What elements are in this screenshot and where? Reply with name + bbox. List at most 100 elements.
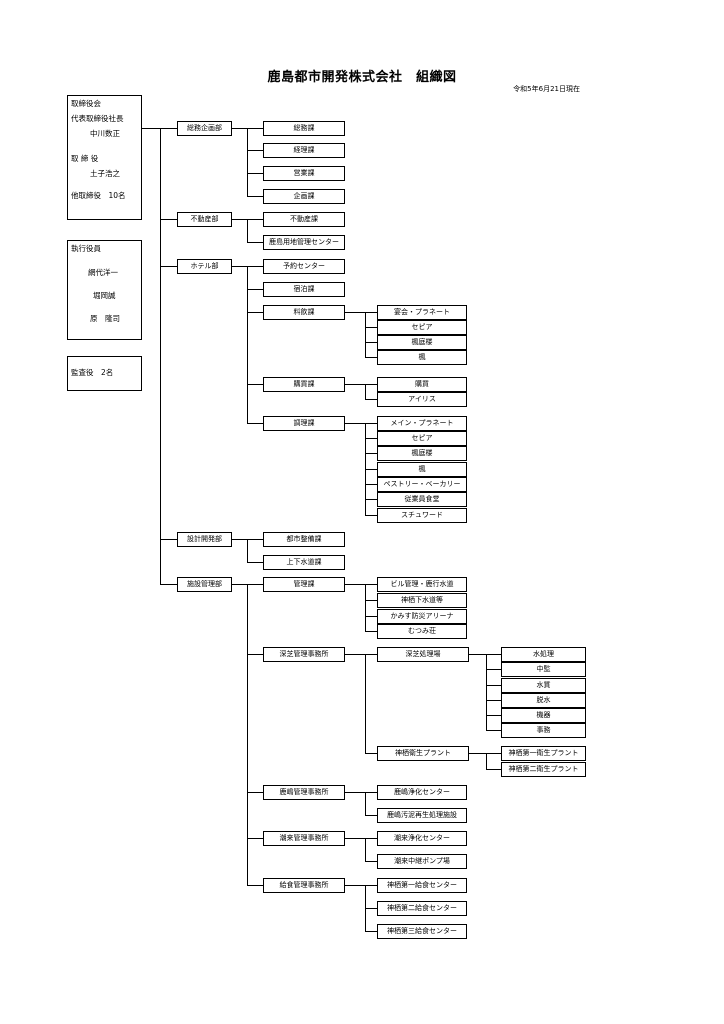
office-itako: 潮来管理事務所: [263, 831, 345, 846]
director-title: 取 締 役: [71, 154, 99, 163]
connector-line: [365, 838, 377, 839]
unit-box: 楓庭楼: [377, 335, 467, 350]
other-directors: 他取締役 10名: [71, 191, 126, 200]
unit-box: 潮来中継ポンプ場: [377, 854, 467, 869]
connector-line: [486, 685, 501, 686]
unit-box: 水質: [501, 678, 586, 693]
section-management: 管理課: [263, 577, 345, 592]
unit-box: 神栖第三給食センター: [377, 924, 467, 939]
connector-line: [247, 150, 263, 151]
connector-line: [486, 753, 487, 769]
unit-box: 脱水: [501, 693, 586, 708]
connector-line: [247, 242, 263, 243]
president-name: 中川数正: [90, 129, 120, 138]
unit-box: 従業員食堂: [377, 492, 467, 507]
connector-line: [469, 753, 486, 754]
connector-line: [365, 584, 377, 585]
unit-box: むつみ荘: [377, 624, 467, 639]
unit-box: 水処理: [501, 647, 586, 662]
as-of-date: 令和5年6月21日現在: [513, 85, 580, 93]
unit-box: 鹿嶋浄化センター: [377, 785, 467, 800]
office-rokkaku: 鹿嶋管理事務所: [263, 785, 345, 800]
connector-line: [345, 838, 365, 839]
connector-line: [232, 219, 247, 220]
connector-line: [160, 128, 161, 584]
page-title: 鹿島都市開発株式会社 組織図: [267, 70, 457, 85]
connector-line: [365, 438, 377, 439]
officers-box: 執行役員 網代洋一 堀岡誠 原 隆司: [67, 240, 142, 340]
unit-box: ビル管理・鹿行水道: [377, 577, 467, 592]
section-box: 鹿島用地管理センター: [263, 235, 345, 250]
connector-line: [160, 266, 177, 267]
connector-line: [247, 584, 263, 585]
officer-name: 堀岡誠: [93, 291, 116, 300]
office-fukashiba: 深芝管理事務所: [263, 647, 345, 662]
connector-line: [365, 357, 377, 358]
connector-line: [365, 908, 377, 909]
connector-line: [345, 654, 365, 655]
section-box: 企画課: [263, 189, 345, 204]
connector-line: [486, 669, 501, 670]
unit-box: 潮来浄化センター: [377, 831, 467, 846]
unit-box: 神栖第一給食センター: [377, 878, 467, 893]
connector-line: [247, 792, 263, 793]
connector-line: [486, 654, 501, 655]
section-box: 上下水道課: [263, 555, 345, 570]
connector-line: [486, 654, 487, 730]
connector-line: [365, 861, 377, 862]
unit-box: 宴会・プラネート: [377, 305, 467, 320]
section-box: 不動産課: [263, 212, 345, 227]
connector-line: [365, 792, 366, 815]
section-food: 料飲課: [263, 305, 345, 320]
connector-line: [160, 539, 177, 540]
connector-line: [247, 128, 263, 129]
dept-hotel: ホテル部: [177, 259, 232, 274]
connector-line: [247, 885, 263, 886]
dept-real-estate: 不動産部: [177, 212, 232, 227]
connector-line: [232, 266, 247, 267]
connector-line: [247, 312, 263, 313]
connector-line: [247, 539, 248, 562]
connector-line: [365, 931, 377, 932]
connector-line: [486, 730, 501, 731]
connector-line: [486, 700, 501, 701]
connector-line: [247, 384, 263, 385]
connector-line: [345, 885, 365, 886]
connector-line: [365, 342, 377, 343]
connector-line: [486, 715, 501, 716]
unit-box: 楓: [377, 462, 467, 477]
connector-line: [160, 584, 177, 585]
connector-line: [365, 484, 377, 485]
unit-box: 神栖下水道等: [377, 593, 467, 608]
connector-line: [365, 327, 377, 328]
sanitation-plant: 神栖衛生プラント: [377, 746, 469, 761]
connector-line: [365, 815, 377, 816]
connector-line: [247, 423, 263, 424]
connector-line: [232, 539, 247, 540]
fukashiba-plant: 深芝処理場: [377, 647, 469, 662]
officers-heading: 執行役員: [71, 244, 101, 253]
connector-line: [247, 562, 263, 563]
dept-general-affairs: 総務企画部: [177, 121, 232, 136]
connector-line: [345, 312, 365, 313]
president-title: 代表取締役社長: [71, 114, 124, 123]
officer-name: 原 隆司: [90, 314, 120, 323]
unit-box: 楓: [377, 350, 467, 365]
section-cooking: 調理課: [263, 416, 345, 431]
connector-line: [345, 792, 365, 793]
unit-box: 機器: [501, 708, 586, 723]
connector-line: [486, 769, 501, 770]
board-heading: 取締役会: [71, 99, 101, 108]
connector-line: [365, 616, 377, 617]
connector-line: [365, 631, 377, 632]
dept-facilities: 施設管理部: [177, 577, 232, 592]
connector-line: [247, 289, 263, 290]
connector-line: [365, 838, 366, 861]
connector-line: [486, 753, 501, 754]
unit-box: ペストリー・ベーカリー: [377, 477, 467, 492]
unit-box: 中監: [501, 662, 586, 677]
auditors-box: 監査役 2名: [67, 356, 142, 391]
office-kyushoku: 給食管理事務所: [263, 878, 345, 893]
section-box: 都市整備課: [263, 532, 345, 547]
